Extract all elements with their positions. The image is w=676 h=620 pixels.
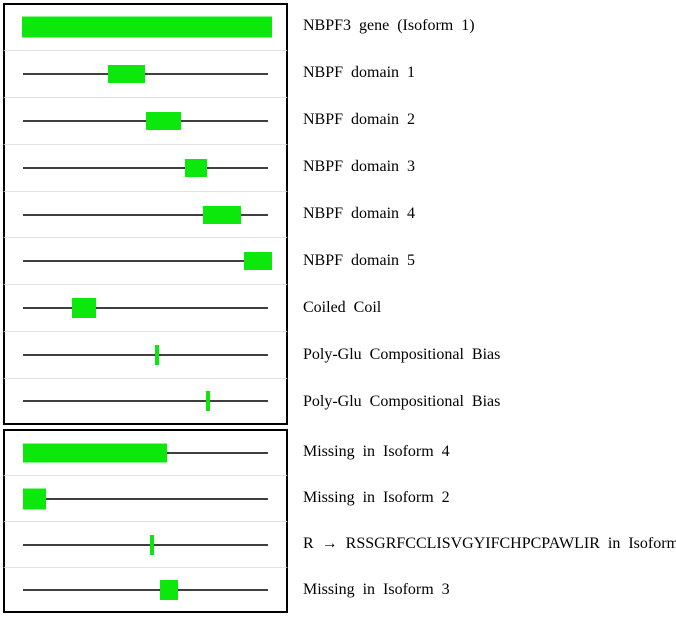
feature-box	[23, 443, 167, 463]
feature-label-cell: NBPF domain 1	[288, 50, 676, 97]
feature-box	[146, 111, 181, 130]
feature-row: Poly-Glu Compositional Bias	[3, 378, 676, 426]
feature-label-cell: Coiled Coil	[288, 284, 676, 331]
feature-box	[160, 579, 178, 600]
feature-box	[23, 488, 46, 509]
feature-baseline	[23, 72, 268, 75]
feature-label-cell: Missing in Isoform 3	[288, 567, 676, 613]
diagram-cell	[3, 49, 288, 97]
feature-row: Poly-Glu Compositional Bias	[3, 331, 676, 379]
diagram-cell	[3, 96, 288, 144]
feature-row: NBPF domain 2	[3, 96, 676, 144]
diagram-cell	[3, 521, 288, 567]
feature-baseline	[23, 119, 268, 122]
diagram-cell	[3, 190, 288, 238]
feature-label: NBPF domain 2	[303, 111, 416, 129]
feature-box	[72, 298, 96, 319]
feature-label-cell: NBPF3 gene (Isoform 1)	[288, 3, 676, 50]
diagram-cell	[3, 429, 288, 475]
feature-label: R → RSSGRFCCLISVGYIFCHPCPAWLIR in Isofor…	[303, 535, 676, 552]
feature-baseline	[23, 354, 268, 357]
feature-row: NBPF domain 4	[3, 190, 676, 238]
diagram-cell	[3, 475, 288, 521]
diagram-cell	[3, 3, 288, 50]
feature-row: NBPF domain 5	[3, 237, 676, 285]
feature-baseline	[23, 260, 268, 263]
feature-tick-marker	[155, 345, 159, 366]
feature-row: R → RSSGRFCCLISVGYIFCHPCPAWLIR in Isofor…	[3, 521, 676, 567]
feature-label-cell: NBPF domain 4	[288, 191, 676, 238]
feature-label: Missing in Isoform 2	[303, 489, 450, 506]
feature-label: NBPF domain 3	[303, 158, 416, 176]
diagram-cell	[3, 567, 288, 613]
feature-baseline	[23, 166, 268, 169]
feature-label-cell: Missing in Isoform 4	[288, 429, 676, 475]
feature-tick-marker	[150, 534, 154, 555]
feature-row: NBPF domain 1	[3, 49, 676, 97]
diagram-cell	[3, 378, 288, 426]
feature-row: Missing in Isoform 3	[3, 567, 676, 613]
feature-box	[244, 252, 272, 271]
feature-label-cell: Poly-Glu Compositional Bias	[288, 378, 676, 425]
feature-label-cell: NBPF domain 2	[288, 97, 676, 144]
feature-row: NBPF3 gene (Isoform 1)	[3, 3, 676, 50]
diagram-cell	[3, 237, 288, 285]
diagram-cell	[3, 331, 288, 379]
feature-baseline	[23, 588, 268, 591]
feature-label-cell: R → RSSGRFCCLISVGYIFCHPCPAWLIR in Isofor…	[288, 521, 676, 567]
diagram-cell	[3, 284, 288, 332]
feature-table-main: NBPF3 gene (Isoform 1) NBPF domain 1 NBP…	[3, 3, 676, 426]
feature-box	[203, 205, 241, 224]
feature-label: Poly-Glu Compositional Bias	[303, 345, 501, 363]
diagram-cell	[3, 143, 288, 191]
gene-bar	[22, 16, 272, 38]
feature-label: NBPF3 gene (Isoform 1)	[303, 17, 475, 35]
feature-row: Coiled Coil	[3, 284, 676, 332]
feature-baseline	[23, 497, 268, 500]
feature-box	[108, 64, 145, 83]
feature-label: NBPF domain 4	[303, 205, 416, 222]
feature-label-cell: Poly-Glu Compositional Bias	[288, 331, 676, 378]
feature-label-cell: Missing in Isoform 2	[288, 475, 676, 521]
feature-baseline	[23, 543, 268, 546]
feature-baseline	[23, 307, 268, 310]
feature-row: NBPF domain 3	[3, 143, 676, 191]
feature-label: Missing in Isoform 3	[303, 581, 450, 598]
feature-baseline	[23, 213, 268, 216]
feature-row: Missing in Isoform 2	[3, 475, 676, 521]
feature-table-isoforms: Missing in Isoform 4 Missing in Isoform …	[3, 429, 676, 613]
feature-baseline	[23, 400, 268, 403]
feature-label-cell: NBPF domain 5	[288, 237, 676, 284]
feature-label: Coiled Coil	[303, 298, 382, 316]
feature-label: NBPF domain 1	[303, 64, 416, 82]
feature-label: NBPF domain 5	[303, 251, 416, 269]
feature-label-cell: NBPF domain 3	[288, 144, 676, 191]
feature-label: Missing in Isoform 4	[303, 443, 450, 460]
feature-label: Poly-Glu Compositional Bias	[303, 392, 501, 410]
feature-box	[185, 158, 207, 177]
feature-row: Missing in Isoform 4	[3, 429, 676, 475]
feature-tick-marker	[206, 391, 210, 412]
